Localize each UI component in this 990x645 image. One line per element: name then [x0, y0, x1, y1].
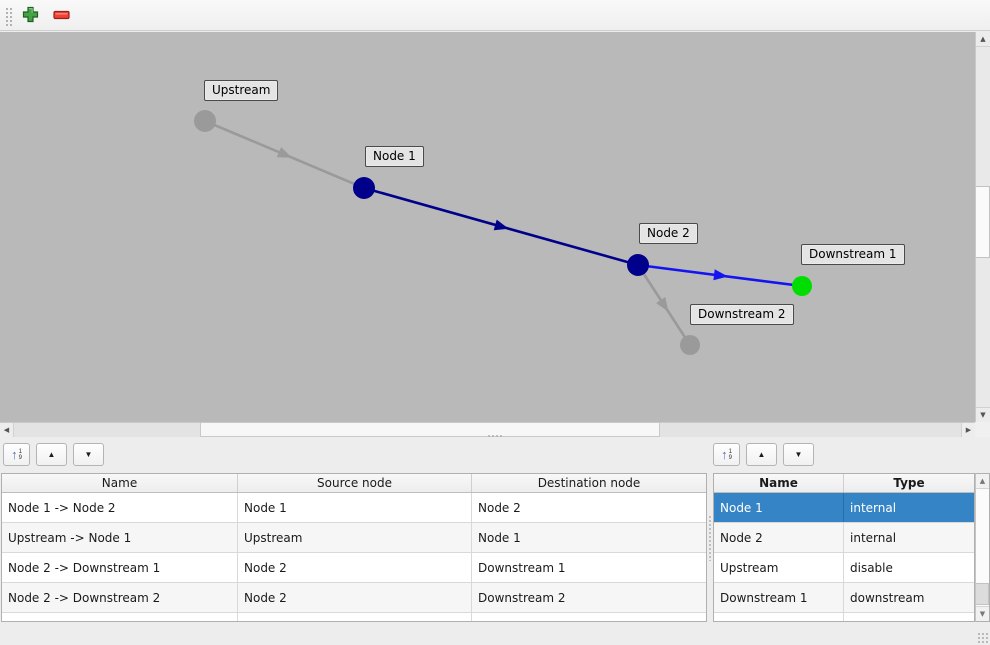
move-node-down-button[interactable]: ▼ [783, 443, 814, 466]
table-cell[interactable]: Node 2 -> Downstream 1 [2, 553, 238, 582]
scroll-left-icon[interactable]: ◀ [0, 423, 14, 437]
add-node-button[interactable] [19, 6, 41, 26]
window-resize-grip[interactable] [977, 632, 988, 643]
table-cell[interactable]: Downstream 1 [714, 583, 844, 612]
node-label-node2[interactable]: Node 2 [639, 223, 698, 244]
table-cell[interactable]: internal [850, 530, 897, 545]
move-node-up-button[interactable]: ▲ [746, 443, 777, 466]
empty-row [2, 613, 706, 621]
table-cell[interactable]: Upstream [238, 523, 472, 552]
scrollbar-corner [975, 422, 990, 437]
table-cell[interactable]: Node 2 [714, 523, 844, 552]
toolbar-drag-handle[interactable] [5, 7, 13, 26]
table-cell[interactable]: Node 2 -> Downstream 2 [2, 583, 238, 612]
node-node1[interactable] [353, 177, 375, 199]
node-label-upstream[interactable]: Upstream [204, 80, 279, 101]
table-cell[interactable]: downstream [850, 590, 925, 605]
move-down-icon: ▼ [84, 449, 93, 459]
move-down-icon: ▼ [794, 449, 803, 459]
empty-cell [472, 613, 706, 621]
scroll-down-icon[interactable]: ▼ [976, 606, 989, 621]
move-up-icon: ▲ [757, 449, 766, 459]
scroll-down-icon[interactable]: ▼ [976, 407, 990, 422]
vertical-scroll-thumb[interactable] [976, 186, 990, 258]
table-row[interactable]: Upstream disable [714, 553, 974, 583]
empty-cell [714, 613, 844, 621]
edge-arrow-icon [713, 269, 728, 281]
scroll-up-icon[interactable]: ▲ [976, 474, 989, 489]
table-cell[interactable]: Node 1 [714, 493, 844, 522]
minus-icon [52, 6, 70, 26]
table-cell[interactable]: Node 2 [478, 500, 521, 515]
node-node2[interactable] [627, 254, 649, 276]
table-header: Name Type [714, 474, 974, 493]
table-row[interactable]: Node 1 internal [714, 493, 974, 523]
scroll-up-icon[interactable]: ▲ [976, 32, 990, 47]
column-header-destination-node[interactable]: Destination node [537, 476, 641, 490]
move-edge-down-button[interactable]: ▼ [73, 443, 104, 466]
main-toolbar [0, 0, 990, 31]
plus-icon [22, 6, 39, 26]
panel-splitter-handle[interactable] [708, 515, 713, 561]
table-row[interactable]: Node 2 internal [714, 523, 974, 553]
scroll-right-icon[interactable]: ▶ [961, 423, 975, 437]
table-cell[interactable]: Node 1 [478, 530, 521, 545]
column-header-name[interactable]: Name [2, 474, 238, 492]
horizontal-splitter-handle[interactable] [487, 434, 504, 439]
table-cell[interactable]: Downstream 1 [478, 560, 566, 575]
table-row[interactable]: Downstream 1 downstream [714, 583, 974, 613]
empty-cell [238, 613, 472, 621]
node-upstream[interactable] [194, 110, 216, 132]
horizontal-scroll-thumb[interactable] [200, 423, 660, 437]
table-cell[interactable]: Node 2 [238, 583, 472, 612]
node-downstream2[interactable] [680, 335, 700, 355]
remove-node-button[interactable] [50, 6, 72, 26]
edge-arrow-icon [656, 297, 669, 312]
table-cell[interactable]: internal [850, 500, 897, 515]
canvas-background[interactable] [0, 32, 975, 422]
table-cell[interactable]: Upstream -> Node 1 [2, 523, 238, 552]
node-downstream1[interactable] [792, 276, 812, 296]
table-cell[interactable]: Node 1 [238, 493, 472, 522]
node-label-downstream1[interactable]: Downstream 1 [801, 244, 905, 265]
column-header-type[interactable]: Type [893, 476, 925, 490]
graph-canvas[interactable] [0, 32, 975, 422]
table-cell[interactable]: Upstream [714, 553, 844, 582]
table-cell[interactable]: Node 2 [238, 553, 472, 582]
column-header-source-node[interactable]: Source node [238, 474, 472, 492]
empty-cell [2, 613, 238, 621]
empty-row [714, 613, 974, 621]
table-cell[interactable]: Node 1 -> Node 2 [2, 493, 238, 522]
edge-arrow-icon [493, 219, 509, 231]
empty-cell [844, 613, 974, 621]
move-edge-up-button[interactable]: ▲ [36, 443, 67, 466]
canvas-vertical-scrollbar[interactable]: ▲ ▼ [975, 32, 990, 422]
node-label-node1[interactable]: Node 1 [365, 146, 424, 167]
table-scroll-thumb[interactable] [976, 583, 989, 605]
table-cell[interactable]: disable [850, 560, 893, 575]
node-label-downstream2[interactable]: Downstream 2 [690, 304, 794, 325]
table-cell[interactable]: Downstream 2 [478, 590, 566, 605]
canvas-horizontal-scrollbar[interactable]: ◀ ▶ [0, 422, 975, 437]
nodes-table-scrollbar[interactable]: ▲ ▼ [975, 473, 990, 622]
column-header-name[interactable]: Name [714, 474, 844, 492]
edge-arrow-icon [276, 147, 292, 158]
move-up-icon: ▲ [47, 449, 56, 459]
